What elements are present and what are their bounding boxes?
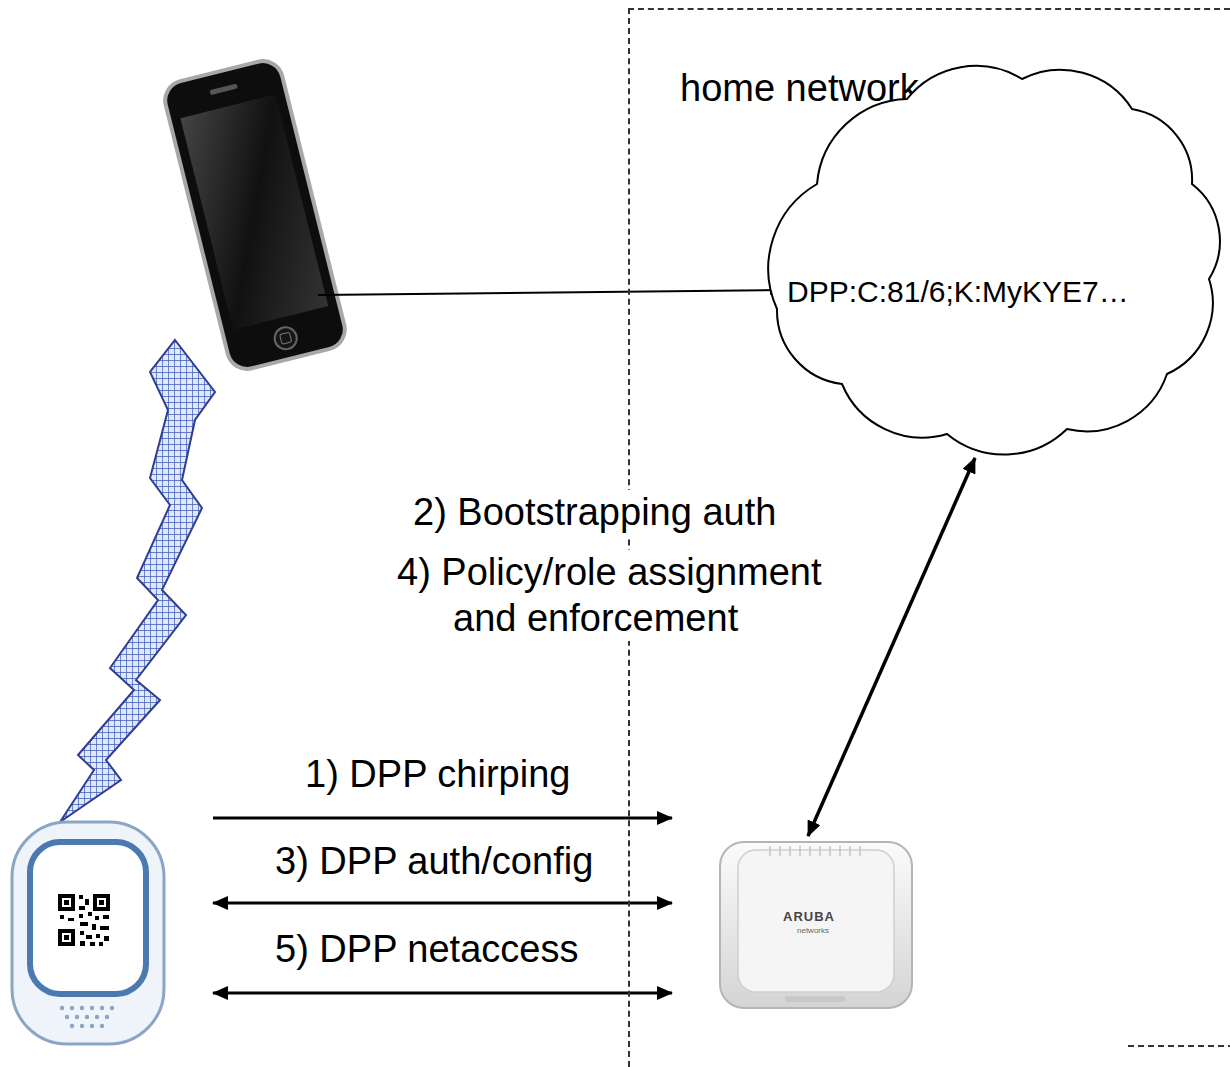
wireless-bolt xyxy=(60,340,215,822)
step-label: 1) DPP chirping xyxy=(305,752,570,798)
phone-icon xyxy=(161,57,349,373)
network-region: home networkDPP:C:81/6;K:MyKYE7… xyxy=(628,8,1230,1067)
boundary-dash xyxy=(1128,1045,1230,1047)
access-point xyxy=(720,842,912,1008)
step-label: 4) Policy/role assignment and enforcemen… xyxy=(397,550,867,641)
bootstrap-uri: DPP:C:81/6;K:MyKYE7… xyxy=(787,274,1129,310)
backend-link xyxy=(808,458,975,836)
brand-subtitle: networks xyxy=(797,926,829,936)
step-label: 5) DPP netaccess xyxy=(275,927,578,973)
step-label: 2) Bootstrapping auth xyxy=(413,490,776,536)
cloud-path xyxy=(768,66,1220,455)
upload-arrow xyxy=(318,290,781,295)
step-label: 3) DPP auth/config xyxy=(275,839,593,885)
cloud-outline xyxy=(747,44,1227,452)
iot-device xyxy=(12,822,164,1044)
chirp-arrow xyxy=(213,817,672,820)
auth-arrow xyxy=(213,902,672,905)
brand-logo: ARUBA xyxy=(783,909,835,925)
netaccess-arrow xyxy=(213,992,672,995)
cloud-shape: DPP:C:81/6;K:MyKYE7… xyxy=(747,44,1227,452)
